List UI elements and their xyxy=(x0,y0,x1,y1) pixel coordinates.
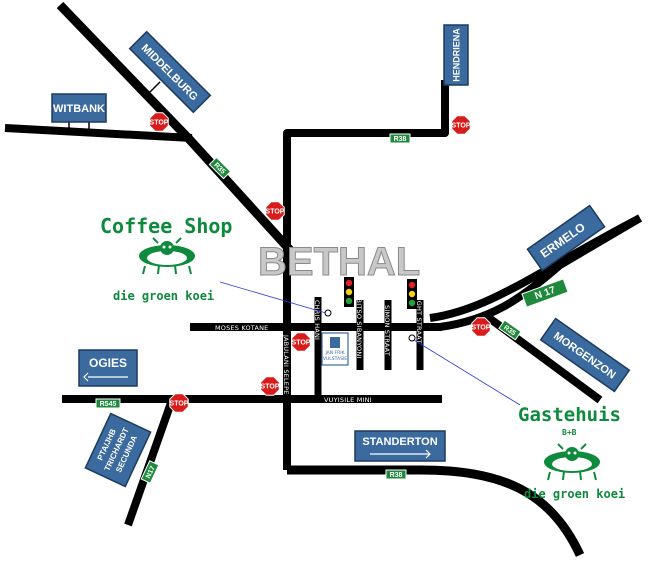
street-simon: SIMON STRAAT xyxy=(383,305,391,356)
svg-text:N17: N17 xyxy=(145,465,157,480)
gastehuis-subtitle: die groen koei xyxy=(524,487,625,501)
svg-text:R545: R545 xyxy=(100,401,117,408)
route-n17-east: N 17 xyxy=(521,278,569,308)
svg-text:STOP: STOP xyxy=(266,209,285,216)
stop-sign-icon: STOP xyxy=(260,376,280,396)
town-name: BETHAL xyxy=(258,240,420,284)
svg-text:STOP: STOP xyxy=(472,325,491,332)
cow-logo-icon xyxy=(544,443,600,481)
coffee-shop-title: Coffee Shop xyxy=(100,214,232,238)
gastehuis-listing: Gastehuis B+B die groen koei xyxy=(518,404,625,501)
fuel-station: JAN FRIK VULSTASIE xyxy=(321,332,349,366)
svg-text:STOP: STOP xyxy=(261,384,280,391)
svg-text:STOP: STOP xyxy=(170,401,189,408)
street-vuyisile: VUYISILE MINI xyxy=(324,396,372,404)
sign-ptajhb: PTA/JHB TRICHARDT SECUNDA xyxy=(84,412,152,488)
svg-text:STOP: STOP xyxy=(452,123,471,130)
coffee-shop-leader xyxy=(219,281,327,314)
coffee-shop-subtitle: die groen koei xyxy=(113,289,214,303)
stop-sign-icon: STOP xyxy=(291,332,311,352)
svg-text:STOP: STOP xyxy=(292,340,311,347)
svg-text:STANDERTON: STANDERTON xyxy=(362,436,437,448)
stop-sign-icon: STOP xyxy=(451,115,471,135)
coffee-shop-listing: Coffee Shop die groen koei xyxy=(100,214,232,303)
svg-text:HENDRIENA: HENDRIENA xyxy=(452,28,462,82)
stop-sign-icon: STOP xyxy=(169,393,189,413)
svg-text:R38: R38 xyxy=(390,472,403,479)
road-ermelo xyxy=(429,214,642,322)
gastehuis-bb: B+B xyxy=(562,428,577,437)
route-n17-west: N17 xyxy=(140,460,160,484)
route-r38-north: R38 xyxy=(389,133,411,144)
route-r545: R545 xyxy=(95,398,121,409)
sign-morgenzon: MORGENZON xyxy=(539,317,631,393)
route-r38-south: R38 xyxy=(385,469,407,480)
stop-sign-icon: STOP xyxy=(265,201,285,221)
street-wight: WIGHT STRAAT xyxy=(415,292,423,344)
cow-logo-icon xyxy=(139,237,195,275)
sign-ogies: OGIES xyxy=(78,349,138,387)
sign-standerton: STANDERTON xyxy=(354,430,446,462)
svg-text:VULSTASIE: VULSTASIE xyxy=(323,356,347,362)
svg-text:STOP: STOP xyxy=(150,120,169,127)
gastehuis-leader xyxy=(413,339,521,406)
traffic-light-icon xyxy=(344,277,354,307)
fuel-pump-icon xyxy=(330,337,340,348)
road-moses-kotane xyxy=(190,214,643,331)
svg-text:WITBANK: WITBANK xyxy=(53,103,105,115)
sign-hendriena: HENDRIENA xyxy=(443,24,469,86)
svg-text:R38: R38 xyxy=(394,136,407,143)
road-standerton xyxy=(287,465,585,557)
stop-sign-icon: STOP xyxy=(149,112,169,132)
street-moses-kotane: MOSES KOTANE xyxy=(215,324,268,332)
svg-text:OGIES: OGIES xyxy=(89,356,127,370)
road-witbank xyxy=(4,124,193,142)
traffic-light-icon xyxy=(407,279,417,309)
street-jabulani: JABULANI SELEPE xyxy=(282,334,290,395)
street-chris-hani: CHRIS HANI xyxy=(313,300,321,340)
svg-text:JAN FRIK: JAN FRIK xyxy=(324,350,345,356)
street-isibitso: ISIBITSO SIBANYONI xyxy=(355,290,363,359)
sign-witbank: WITBANK xyxy=(51,93,107,130)
stop-sign-icon: STOP xyxy=(471,317,491,337)
gastehuis-title: Gastehuis xyxy=(518,404,621,426)
gastehuis-marker-icon xyxy=(408,334,416,342)
